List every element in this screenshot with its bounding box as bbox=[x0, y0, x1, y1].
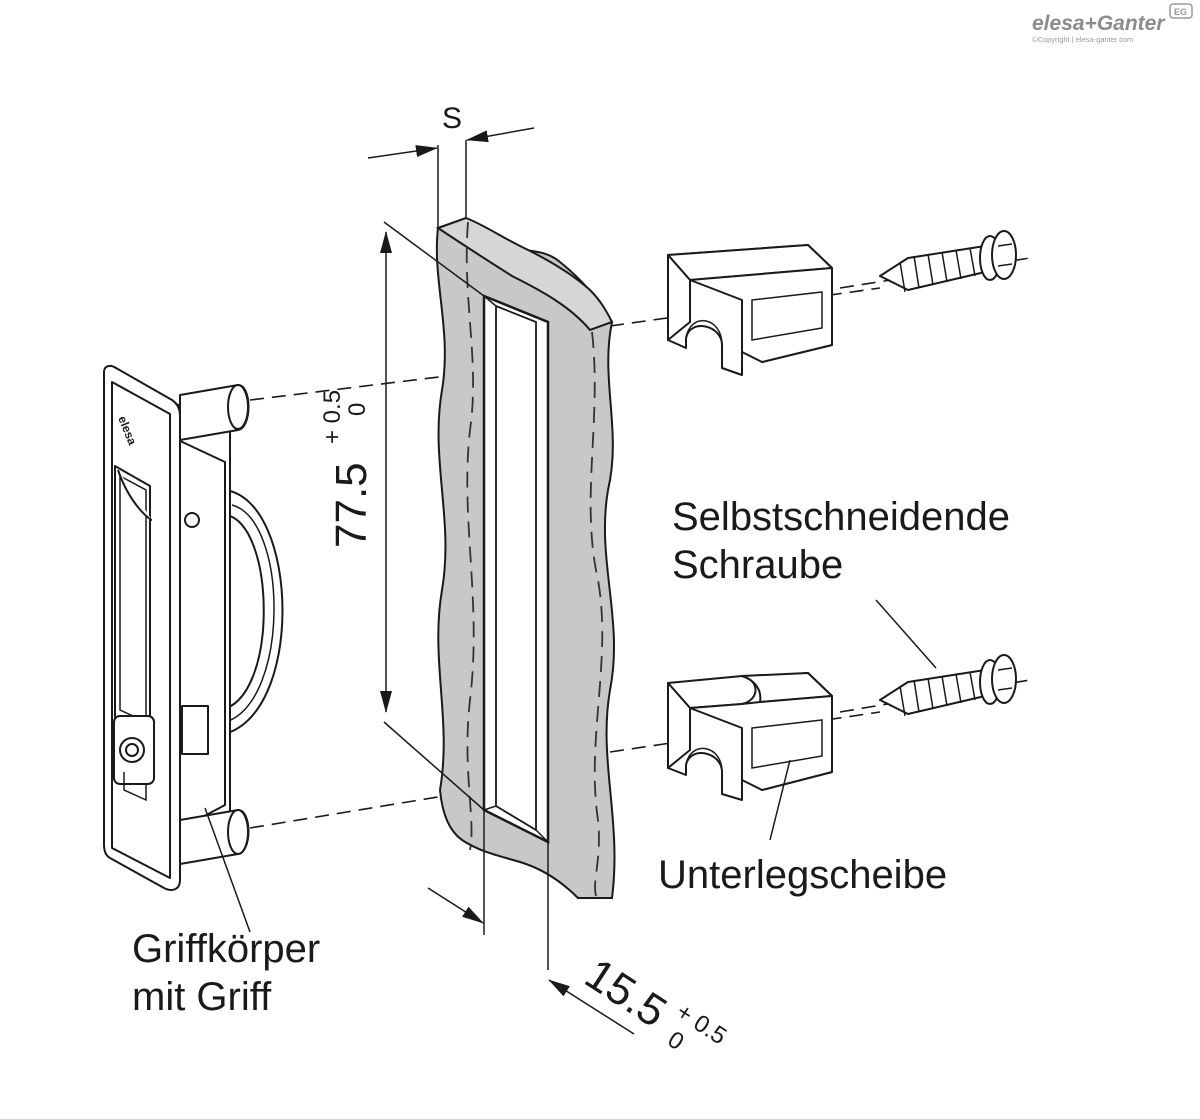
screw-lower bbox=[875, 599, 1017, 717]
dimension-width-value: 15.5 bbox=[577, 949, 676, 1037]
handle-body: elesa bbox=[103, 364, 284, 933]
brand-logo: elesa+Ganter EG ©Copyright | elesa-gante… bbox=[1032, 3, 1193, 44]
callout-labels: Selbstschneidende Schraube Unterlegschei… bbox=[132, 495, 1010, 1019]
label-screw-line1: Selbstschneidende bbox=[672, 495, 1010, 539]
washer-upper bbox=[667, 244, 833, 376]
dimension-thickness-label: S bbox=[442, 102, 462, 135]
brand-name: elesa+Ganter bbox=[1032, 12, 1166, 35]
brand-badge-frame bbox=[1169, 3, 1193, 19]
dimension-width-lower-tol: 0 bbox=[663, 1026, 689, 1056]
screw-upper bbox=[879, 230, 1017, 293]
dimension-height-lower-tol: 0 bbox=[344, 403, 371, 416]
label-body-line1: Griffkörper bbox=[132, 927, 320, 971]
label-washer: Unterlegscheibe bbox=[658, 853, 947, 897]
dimension-height-value: 77.5 bbox=[327, 462, 376, 548]
dimension-height: 77.5 + 0.5 0 bbox=[319, 221, 485, 811]
dimension-thickness: S bbox=[367, 102, 535, 228]
dimension-height-upper-tol: + 0.5 bbox=[319, 390, 346, 444]
mounting-panel bbox=[435, 216, 616, 899]
brand-badge: EG bbox=[1174, 7, 1187, 17]
washer-lower bbox=[667, 672, 833, 841]
label-body-line2: mit Griff bbox=[132, 975, 272, 1019]
label-screw-line2: Schraube bbox=[672, 543, 843, 587]
brand-copyright: ©Copyright | elesa-ganter.com bbox=[1032, 35, 1133, 44]
